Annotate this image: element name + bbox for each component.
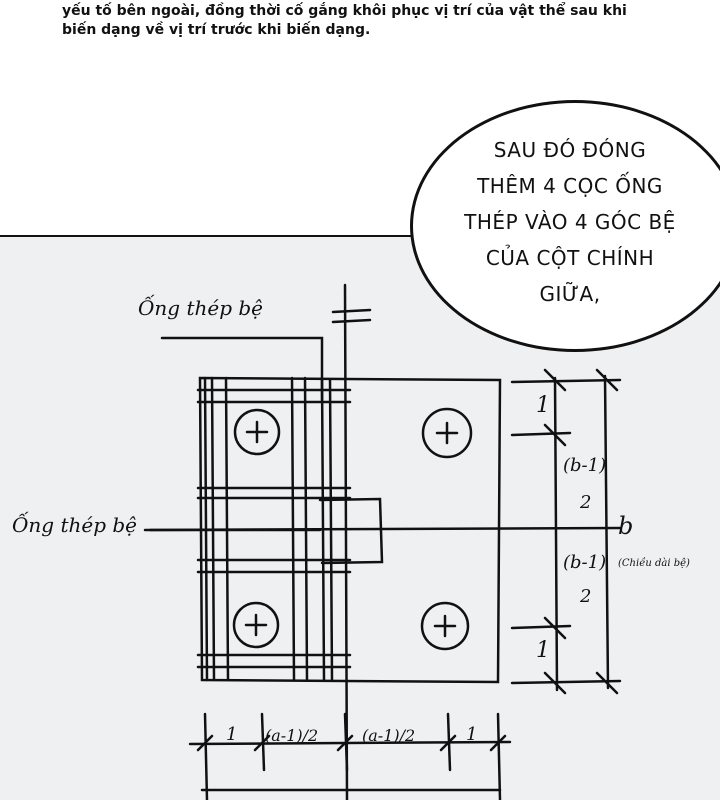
speech-bubble bbox=[410, 100, 720, 352]
right-dimension-line bbox=[553, 374, 610, 692]
bubble-line-3: THÉP VÀO 4 GÓC BỆ bbox=[464, 210, 676, 234]
dim-right-mid1-num: (b-1) bbox=[563, 455, 607, 476]
bubble-line-5: GIỮA, bbox=[539, 282, 601, 306]
label-steel-pipe-left: Ống thép bệ bbox=[12, 513, 137, 537]
bubble-line-1: SAU ĐÓ ĐÓNG bbox=[493, 138, 647, 162]
dim-bottom-4: 1 bbox=[466, 724, 478, 745]
dim-bottom-1: 1 bbox=[226, 724, 238, 745]
caption-line-1: yếu tố bên ngoài, đồng thời cố gắng khôi… bbox=[62, 3, 627, 19]
pile-circle-bottom-right bbox=[420, 601, 470, 651]
pile-cap-outline bbox=[198, 376, 502, 684]
bottom-dimension-line bbox=[188, 740, 512, 746]
caption-line-2: biến dạng về vị trí trước khi biến dạng. bbox=[62, 22, 371, 38]
speech-bubble-text: SAU ĐÓ ĐÓNG THÊM 4 CỌC ỐNG THÉP VÀO 4 GÓ… bbox=[440, 132, 700, 312]
dim-b: b bbox=[618, 512, 634, 540]
dim-right-bottom: 1 bbox=[536, 638, 550, 663]
pile-circle-top-left bbox=[233, 408, 281, 456]
dim-bottom-2: (a-1)/2 bbox=[265, 726, 319, 745]
pile-circle-top-right bbox=[421, 407, 473, 459]
dim-right-mid1-den: 2 bbox=[580, 492, 592, 513]
caption-text: yếu tố bên ngoài, đồng thời cố gắng khôi… bbox=[62, 2, 702, 40]
leader-top bbox=[160, 336, 324, 402]
dim-right-mid2-den: 2 bbox=[580, 586, 592, 607]
label-steel-pipe-top: Ống thép bệ bbox=[138, 296, 263, 320]
dim-bottom-3: (a-1)/2 bbox=[362, 726, 416, 745]
pile-circle-bottom-left bbox=[232, 601, 280, 649]
dim-right-mid2-num: (b-1) bbox=[563, 552, 607, 573]
bubble-line-4: CỦA CỘT CHÍNH bbox=[485, 246, 655, 270]
bubble-line-2: THÊM 4 CỌC ỐNG bbox=[477, 174, 663, 198]
dim-right-top: 1 bbox=[536, 393, 550, 418]
center-vertical-axis bbox=[343, 283, 349, 800]
dim-b-note: (Chiều dài bệ) bbox=[618, 558, 690, 569]
